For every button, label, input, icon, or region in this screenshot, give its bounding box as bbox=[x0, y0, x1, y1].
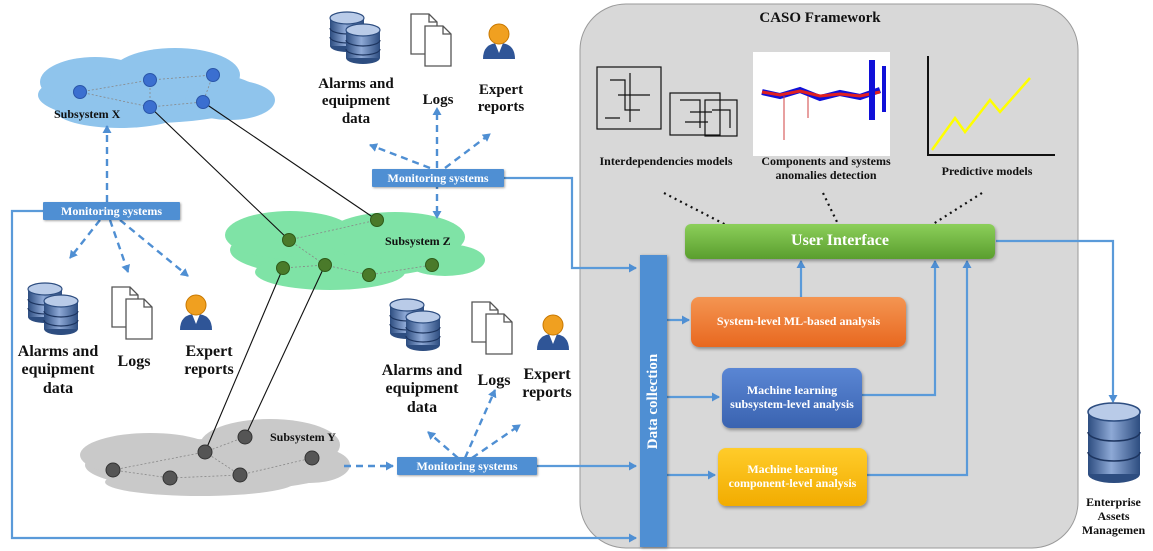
expert-label-top: Expert reports bbox=[477, 82, 525, 116]
monitoring-systems-left[interactable]: Monitoring systems bbox=[43, 202, 180, 220]
database-icon bbox=[329, 11, 381, 65]
database-icon bbox=[27, 282, 79, 336]
subsystem-y-label: Subsystem Y bbox=[270, 430, 336, 444]
subsystem-analysis-box[interactable]: Machine learning subsystem-level analysi… bbox=[722, 368, 862, 428]
framework-title: CASO Framework bbox=[759, 10, 881, 26]
subsystem-x-label: Subsystem X bbox=[54, 107, 121, 121]
cloud-subsystem-z bbox=[225, 211, 485, 290]
predictive-graphic bbox=[927, 56, 1055, 156]
cloud-subsystem-x bbox=[38, 48, 275, 128]
enterprise-label: Enterprise Assets Managemen bbox=[1081, 496, 1146, 537]
database-icon bbox=[389, 298, 441, 352]
expert-label-left: Expert reports bbox=[184, 343, 234, 379]
enterprise-database-icon bbox=[1087, 402, 1141, 484]
expert-person-icon bbox=[536, 314, 570, 351]
logs-label-left: Logs bbox=[117, 353, 151, 370]
component-analysis-box[interactable]: Machine learning component-level analysi… bbox=[718, 448, 867, 506]
caso-framework-container bbox=[579, 3, 1079, 549]
panel-label-interdependencies: Interdependencies models bbox=[599, 154, 733, 168]
subsystem-x-nodes bbox=[73, 68, 220, 114]
panel-label-predictive: Predictive models bbox=[941, 164, 1033, 178]
alarms-label-bottom: Alarms and equipment data bbox=[381, 362, 463, 416]
interdependencies-graphic bbox=[596, 66, 738, 137]
subsystem-y-nodes bbox=[105, 429, 320, 486]
monitoring-systems-top[interactable]: Monitoring systems bbox=[372, 169, 504, 187]
user-interface-box[interactable]: User Interface bbox=[685, 224, 995, 259]
monitoring-systems-bottom[interactable]: Monitoring systems bbox=[397, 457, 537, 475]
logs-label-bottom: Logs bbox=[477, 372, 511, 389]
logs-document-icon bbox=[471, 301, 513, 355]
expert-person-icon bbox=[482, 23, 516, 60]
system-analysis-box[interactable]: System-level ML-based analysis bbox=[691, 297, 906, 347]
logs-label-top: Logs bbox=[422, 92, 454, 108]
data-collection-label: Data collection bbox=[645, 353, 662, 449]
logs-document-icon bbox=[410, 13, 452, 67]
alarms-label-left: Alarms and equipment data bbox=[17, 343, 99, 397]
subsystem-z-label: Subsystem Z bbox=[385, 234, 451, 248]
panel-label-anomalies: Components and systems anomalies detecti… bbox=[761, 154, 891, 182]
logs-document-icon bbox=[111, 286, 153, 340]
expert-label-bottom: Expert reports bbox=[522, 366, 572, 402]
data-collection-bar[interactable]: Data collection bbox=[640, 255, 667, 547]
alarms-label-top: Alarms and equipment data bbox=[318, 76, 394, 127]
subsystem-z-nodes bbox=[276, 213, 439, 282]
expert-person-icon bbox=[179, 294, 213, 331]
anomaly-detection-graphic bbox=[753, 52, 890, 156]
